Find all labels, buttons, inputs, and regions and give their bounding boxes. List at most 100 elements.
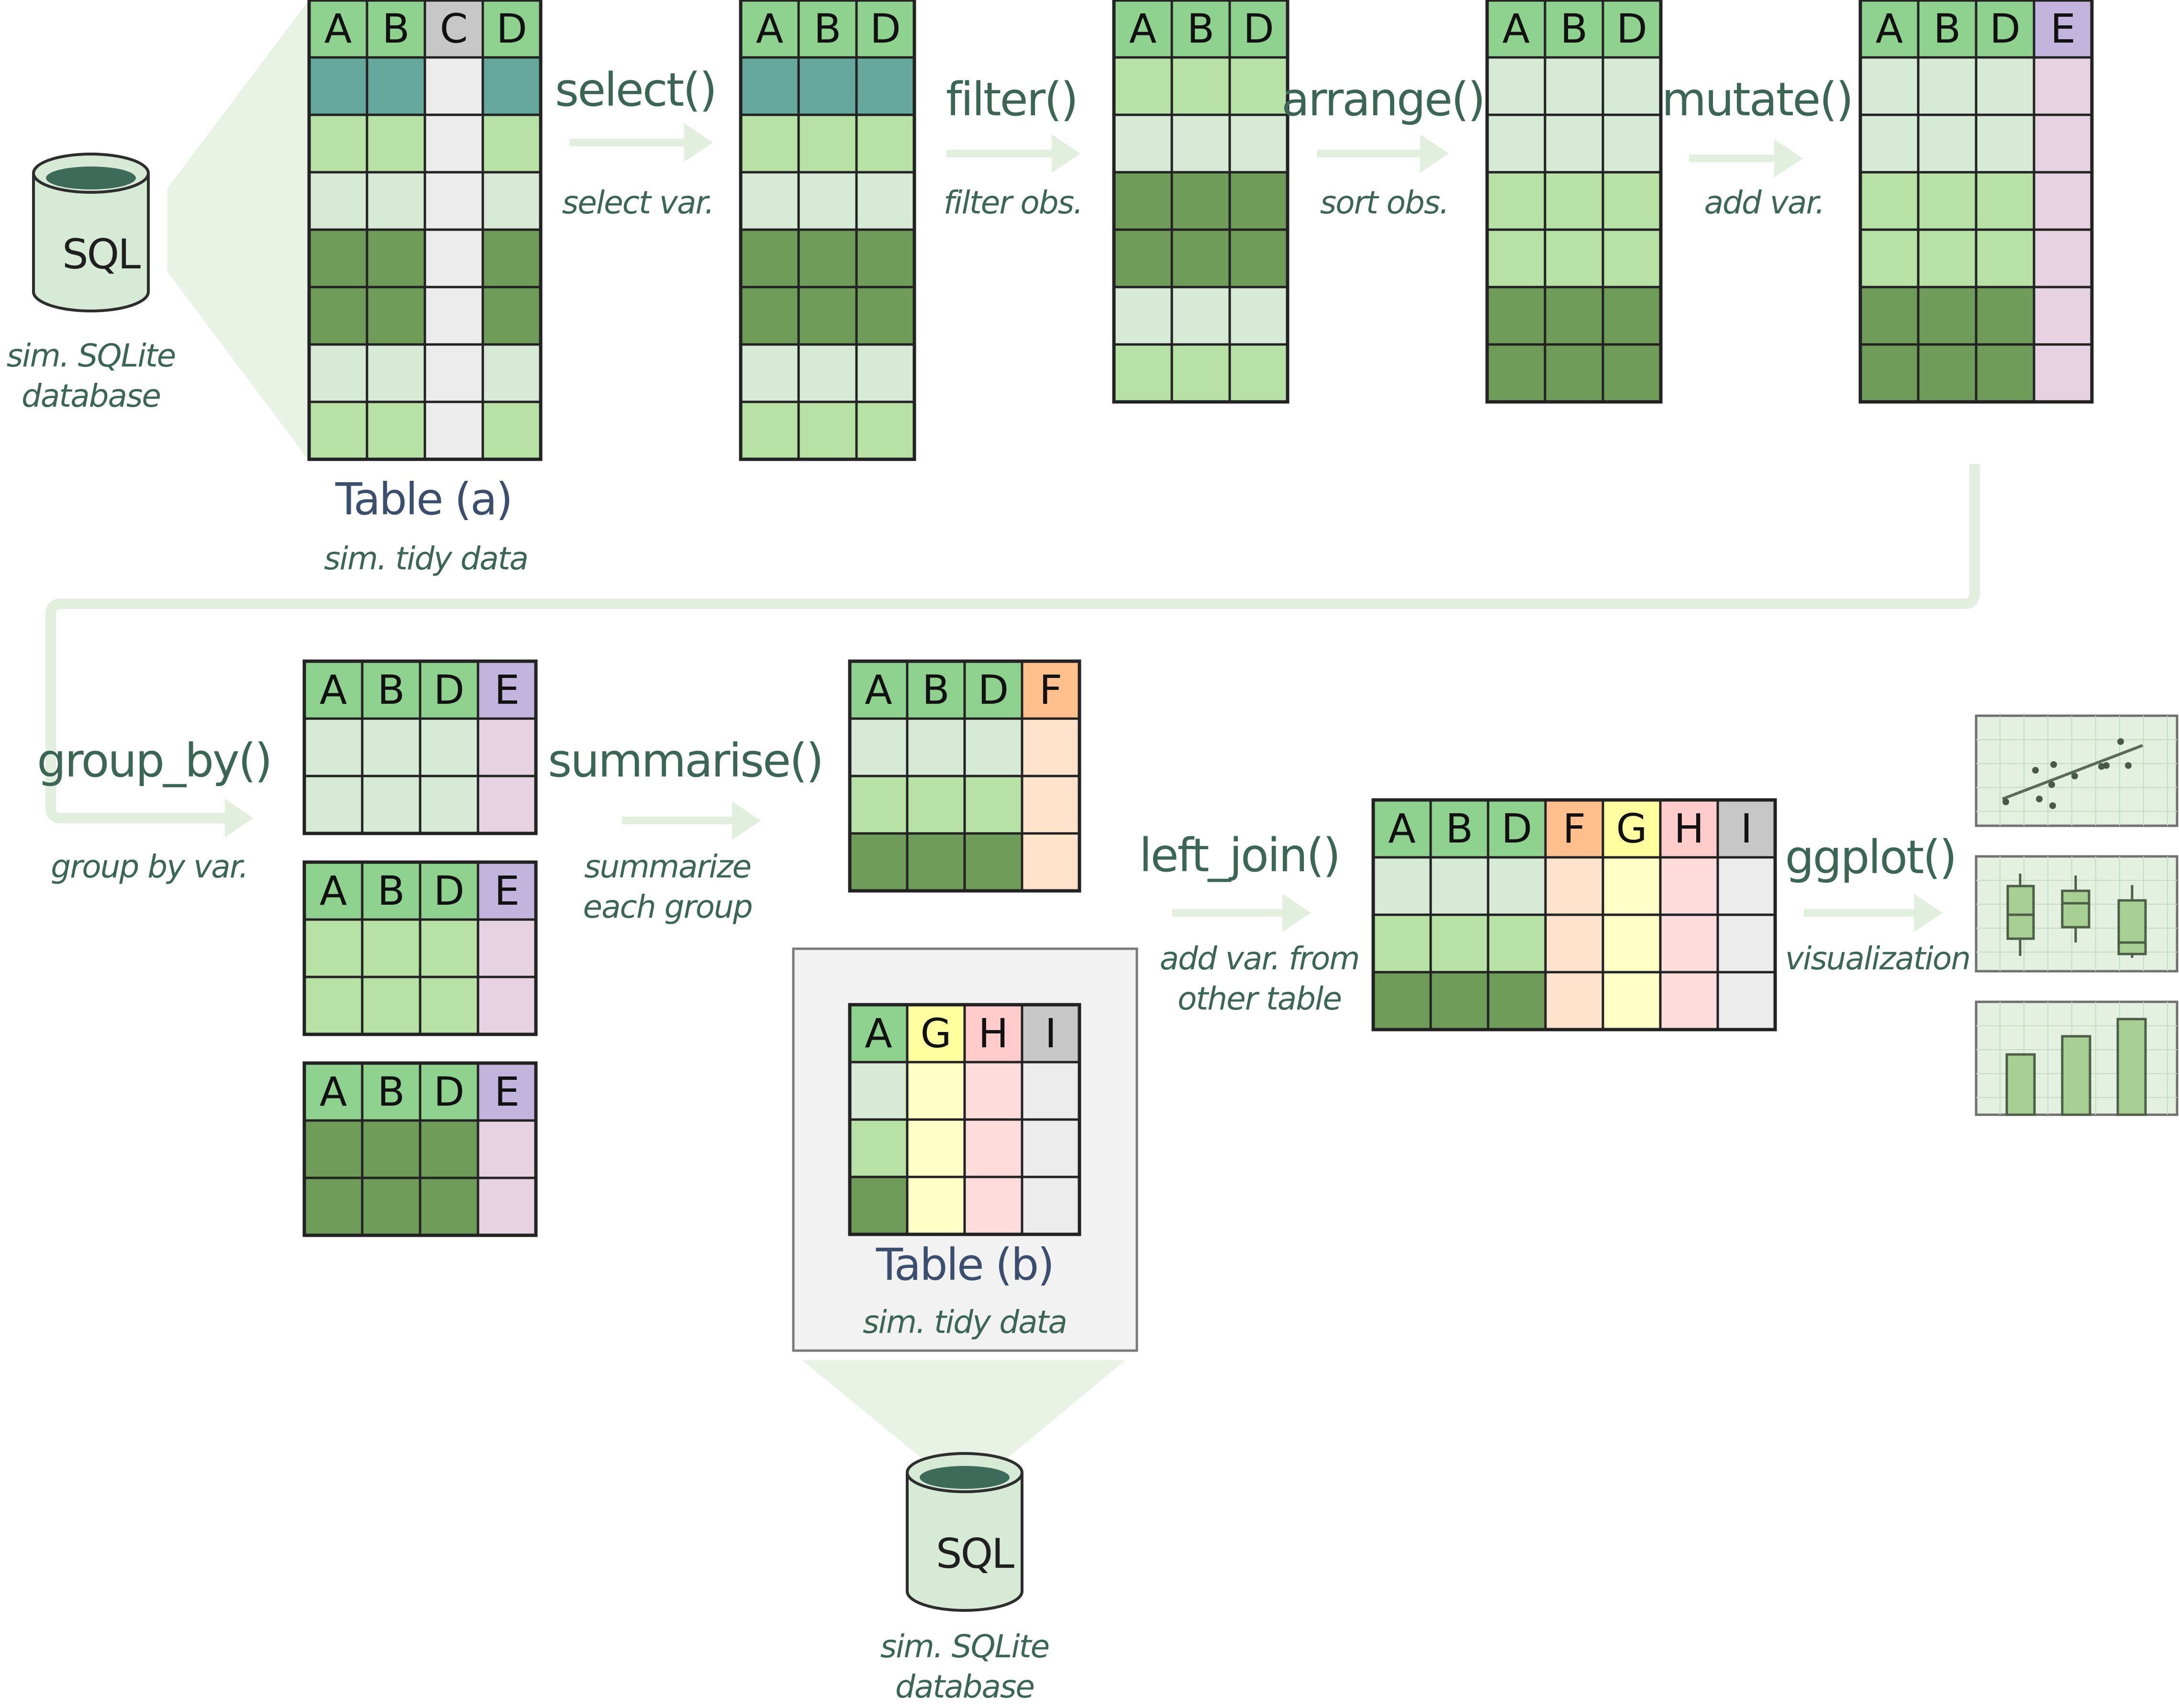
table-border — [307, 0, 543, 461]
arrow-arrange — [1317, 134, 1449, 173]
table-cell — [1170, 113, 1231, 174]
table-cell — [963, 1061, 1023, 1121]
header-cell — [1021, 1003, 1081, 1064]
column-header-label: F — [1563, 805, 1586, 852]
table-cell — [1975, 113, 2035, 174]
select-step-label: select() — [555, 63, 717, 117]
column-header-label: E — [2050, 5, 2076, 52]
table-cell — [1112, 286, 1173, 346]
header-cell — [419, 660, 479, 720]
table-cell — [2033, 56, 2093, 116]
table-cell — [423, 113, 484, 174]
table-cell — [308, 400, 368, 461]
column-header-label: A — [320, 867, 347, 914]
column-header-label: D — [1501, 805, 1533, 852]
header-cell — [1487, 799, 1547, 859]
header-cell — [906, 660, 966, 720]
table-cell — [855, 56, 916, 116]
column-header-label: D — [1990, 5, 2021, 52]
table-cell — [1544, 286, 1604, 346]
table-cell — [361, 976, 422, 1036]
table-cell — [797, 113, 858, 174]
column-header-label: D — [434, 1068, 465, 1115]
column-header-label: D — [434, 867, 465, 914]
table-cell — [1917, 343, 1978, 403]
table-cell — [797, 343, 858, 403]
header-cell — [481, 0, 542, 59]
table-cell — [477, 717, 537, 777]
group-by-step-label: group_by() — [37, 734, 272, 787]
table-cell — [1170, 171, 1231, 231]
table-cell — [1917, 113, 1978, 174]
table-cell — [361, 1176, 422, 1237]
table-b-subtitle: sim. tidy data — [863, 1304, 1067, 1341]
column-header-label: B — [1445, 805, 1473, 852]
table-cell — [1228, 113, 1289, 174]
table-cell — [1544, 913, 1604, 974]
table-cell — [361, 717, 422, 777]
table-cell — [481, 228, 542, 288]
database-label: SQL — [936, 1530, 1014, 1578]
header-cell — [1917, 0, 1978, 59]
table-cell — [1486, 343, 1546, 403]
filter-step-caption: filter obs. — [943, 184, 1083, 221]
table-border — [302, 659, 538, 835]
table-cell — [1487, 971, 1547, 1031]
table-cell — [1486, 286, 1546, 346]
table-cell — [855, 286, 916, 346]
table-cell — [906, 717, 966, 777]
table-cell — [797, 286, 858, 346]
table-cell — [848, 832, 909, 892]
column-header-label: E — [494, 867, 520, 914]
table-cell — [906, 1176, 966, 1236]
table-cell — [1917, 171, 1978, 231]
table-cell — [848, 775, 909, 835]
arrow-ggplot — [1804, 894, 1943, 932]
table-cell — [481, 343, 542, 403]
table-border — [302, 860, 538, 1036]
table-cell — [963, 717, 1023, 777]
table-cell — [739, 228, 800, 288]
table-cell — [419, 775, 479, 835]
table-cell — [1544, 971, 1604, 1031]
table-border — [1858, 0, 2094, 404]
table-border — [739, 0, 916, 461]
table-cell — [481, 400, 542, 461]
filter-step-label: filter() — [945, 73, 1078, 126]
column-header-label: D — [496, 5, 527, 52]
header-cell — [963, 660, 1023, 720]
table-cell — [797, 400, 858, 461]
column-header-label: I — [1045, 1010, 1057, 1057]
table-cell — [1975, 56, 2035, 116]
column-header-label: A — [324, 5, 352, 52]
table-cell — [2033, 113, 2093, 174]
table-cell — [361, 775, 422, 835]
column-header-label: A — [865, 666, 892, 713]
table-cell — [1112, 113, 1173, 174]
table-cell — [423, 400, 484, 461]
table-cell — [308, 113, 368, 174]
table-cell — [855, 171, 916, 231]
ggplot-step-label: ggplot() — [1785, 831, 1957, 884]
table-cell — [1228, 343, 1289, 403]
table-cell — [1429, 856, 1490, 916]
table-cell — [1716, 971, 1777, 1031]
table-cell — [1601, 343, 1662, 403]
arrow-select — [569, 123, 713, 162]
table-cell — [1544, 228, 1604, 288]
column-header-label: D — [978, 666, 1009, 713]
table-cell — [481, 286, 542, 346]
column-header-label: A — [1502, 5, 1530, 52]
table-cell — [1716, 856, 1777, 916]
table-cell — [308, 171, 368, 231]
table-cell — [906, 1118, 966, 1178]
